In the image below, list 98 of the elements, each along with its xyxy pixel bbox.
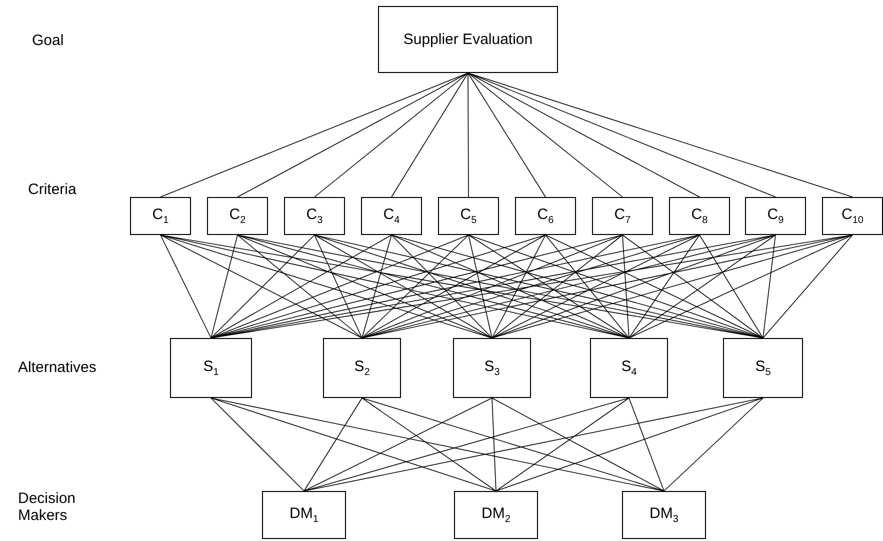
connector-line bbox=[468, 72, 776, 198]
node-box bbox=[622, 491, 706, 539]
connector-line bbox=[210, 234, 238, 338]
connector-line bbox=[237, 72, 468, 198]
node-label: Supplier Evaluation bbox=[403, 31, 533, 48]
node-label: S$_{3}$ bbox=[484, 358, 500, 378]
node-box bbox=[723, 338, 803, 398]
connector-line bbox=[492, 234, 623, 338]
connector-line bbox=[160, 72, 468, 198]
level-label: Alternatives bbox=[18, 359, 98, 376]
connector-line bbox=[468, 72, 700, 198]
connector-line bbox=[210, 398, 496, 492]
connector-line bbox=[496, 398, 764, 492]
connector-line bbox=[628, 234, 853, 338]
connector-line bbox=[210, 234, 315, 338]
connector-line bbox=[492, 398, 664, 492]
node-label: DM$_{1}$ bbox=[290, 505, 318, 525]
node-label: C$_{1}$ bbox=[152, 206, 169, 226]
node-box bbox=[284, 197, 345, 235]
goal-box bbox=[378, 6, 558, 73]
connector-line bbox=[210, 398, 664, 492]
connector-line bbox=[237, 234, 492, 338]
node-box bbox=[454, 491, 538, 539]
connector-line bbox=[545, 234, 764, 338]
node-box bbox=[453, 338, 531, 398]
connector-line bbox=[762, 234, 776, 338]
node-label: C$_{6}$ bbox=[537, 206, 554, 226]
connector-line bbox=[314, 72, 468, 198]
connector-line bbox=[160, 234, 492, 338]
node-box bbox=[323, 338, 401, 398]
node-label: C$_{7}$ bbox=[614, 206, 631, 226]
connector-line bbox=[314, 234, 492, 338]
node-label: DM$_{2}$ bbox=[482, 505, 510, 525]
connector-line bbox=[304, 398, 362, 492]
node-label: C$_{4}$ bbox=[383, 206, 400, 226]
connector-line bbox=[210, 234, 469, 338]
node-box bbox=[669, 197, 730, 235]
connector-line bbox=[362, 398, 664, 492]
connector-line bbox=[362, 234, 392, 338]
node-label: C$_{9}$ bbox=[767, 206, 784, 226]
connector-line bbox=[699, 234, 764, 338]
connector-line bbox=[391, 72, 468, 198]
connector-line bbox=[664, 398, 764, 492]
connector-line bbox=[468, 72, 623, 198]
connector-line bbox=[622, 234, 630, 338]
node-label: C$_{8}$ bbox=[691, 206, 708, 226]
connector-line bbox=[468, 72, 546, 198]
node-box bbox=[207, 197, 268, 235]
connector-line bbox=[210, 398, 304, 492]
connector-line bbox=[545, 234, 630, 338]
connector-line bbox=[210, 234, 392, 338]
node-label: S$_{1}$ bbox=[203, 358, 219, 378]
connector-line bbox=[468, 72, 853, 198]
connector-line bbox=[468, 234, 492, 338]
connector-line bbox=[362, 234, 700, 338]
level-label: Criteria bbox=[28, 181, 78, 198]
node-label: DM$_{3}$ bbox=[650, 505, 678, 525]
connector-line bbox=[492, 234, 546, 338]
node-box bbox=[592, 197, 653, 235]
node-box bbox=[130, 197, 191, 235]
connector-line bbox=[237, 234, 362, 338]
connector-line bbox=[362, 398, 496, 492]
connector-line bbox=[492, 234, 700, 338]
node-box bbox=[745, 197, 806, 235]
connector-line bbox=[468, 72, 469, 198]
connector-line bbox=[628, 234, 700, 338]
connector-line bbox=[362, 234, 546, 338]
node-box bbox=[590, 338, 668, 398]
level-label: Goal bbox=[32, 32, 65, 49]
connector-line bbox=[160, 234, 212, 338]
node-box bbox=[438, 197, 499, 235]
node-box bbox=[515, 197, 576, 235]
connector-line bbox=[492, 234, 853, 338]
level-label: Decision Makers bbox=[18, 490, 77, 524]
connector-line bbox=[304, 398, 764, 492]
connector-line bbox=[304, 398, 492, 492]
node-label: C$_{3}$ bbox=[306, 206, 323, 226]
node-label: C$_{2}$ bbox=[229, 206, 246, 226]
connector-line bbox=[496, 398, 630, 492]
connector-line bbox=[492, 398, 496, 492]
node-box bbox=[361, 197, 422, 235]
connector-line bbox=[314, 234, 630, 338]
connector-line bbox=[160, 234, 362, 338]
node-box bbox=[170, 338, 252, 398]
connector-line bbox=[391, 234, 492, 338]
connector-line bbox=[362, 234, 469, 338]
node-label: S$_{2}$ bbox=[354, 358, 370, 378]
node-label: S$_{5}$ bbox=[755, 358, 771, 378]
connector-line bbox=[304, 398, 630, 492]
connector-line bbox=[468, 234, 630, 338]
node-label: S$_{4}$ bbox=[621, 358, 637, 378]
connector-line bbox=[628, 398, 664, 492]
connector-line bbox=[762, 234, 853, 338]
connector-line bbox=[314, 234, 362, 338]
node-box bbox=[262, 491, 346, 539]
node-box bbox=[822, 197, 883, 235]
node-label: C$_{5}$ bbox=[460, 206, 477, 226]
node-label: C$_{10}$ bbox=[842, 206, 864, 226]
